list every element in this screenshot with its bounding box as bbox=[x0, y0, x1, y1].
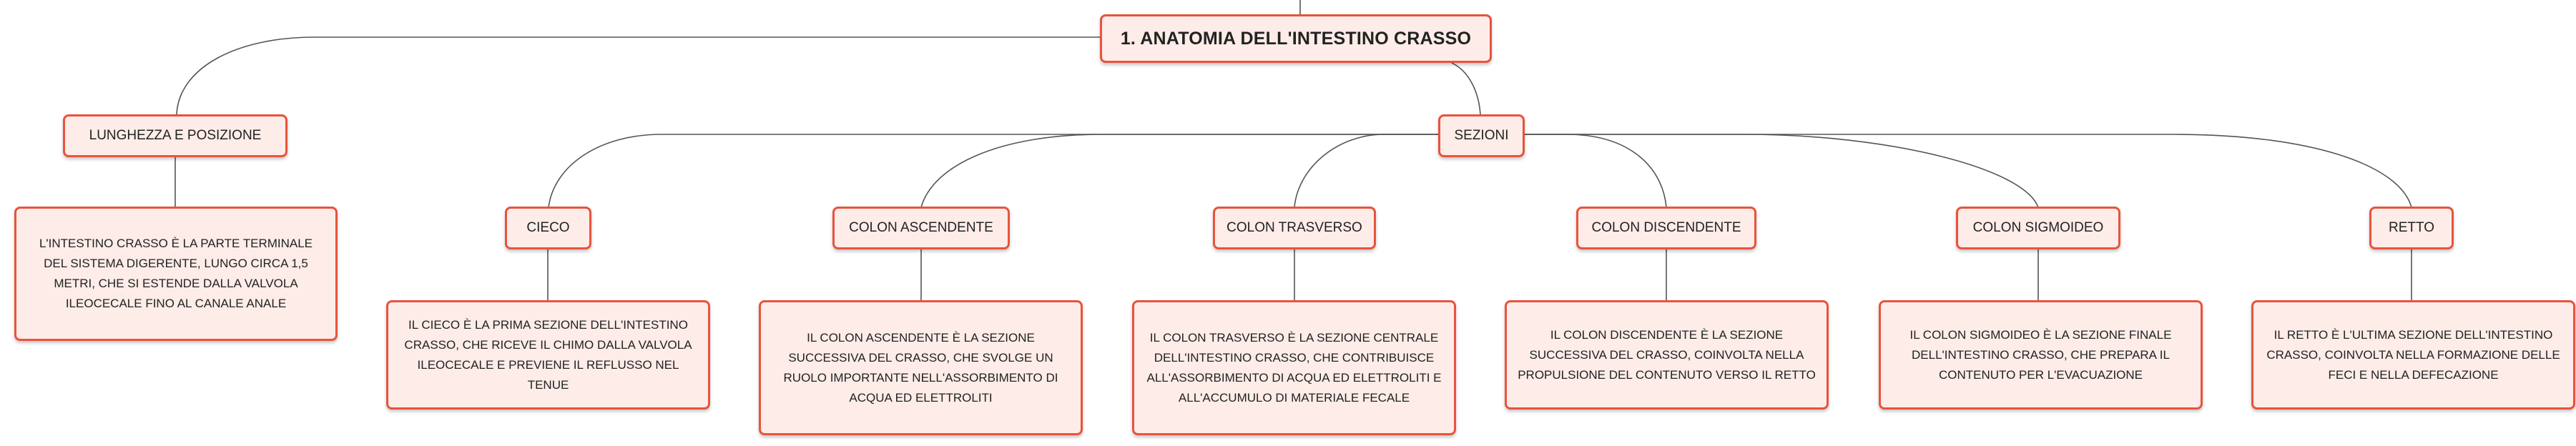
desc-colon-trasverso[interactable]: IL COLON TRASVERSO È LA SEZIONE CENTRALE… bbox=[1132, 300, 1456, 435]
colon-trasverso-title: COLON TRASVERSO bbox=[1226, 220, 1362, 235]
node-lunghezza-posizione[interactable]: LUNGHEZZA E POSIZIONE bbox=[63, 114, 287, 157]
node-retto[interactable]: RETTO bbox=[2369, 207, 2454, 249]
desc-retto[interactable]: IL RETTO È L'ULTIMA SEZIONE DELL'INTESTI… bbox=[2251, 300, 2575, 410]
lunghezza-text: L'INTESTINO CRASSO È LA PARTE TERMINALE … bbox=[39, 237, 313, 310]
retto-text: IL RETTO È L'ULTIMA SEZIONE DELL'INTESTI… bbox=[2266, 327, 2560, 382]
connector-sezioni-retto bbox=[1523, 134, 2412, 208]
root-node[interactable]: 1. ANATOMIA DELL'INTESTINO CRASSO bbox=[1100, 14, 1492, 63]
connector-sezioni-cieco bbox=[548, 134, 1440, 208]
retto-title: RETTO bbox=[2388, 220, 2435, 235]
colon-sigmoideo-text: IL COLON SIGMOIDEO È LA SEZIONE FINALE D… bbox=[1909, 327, 2172, 382]
colon-discendente-title: COLON DISCENDENTE bbox=[1591, 220, 1741, 235]
sezioni-title: SEZIONI bbox=[1454, 128, 1509, 143]
lunghezza-title: LUNGHEZZA E POSIZIONE bbox=[89, 128, 262, 143]
connector-root-lunghezza bbox=[176, 36, 1100, 115]
connector-sezioni-discendente bbox=[1523, 134, 1667, 208]
cieco-title: CIECO bbox=[526, 220, 570, 235]
desc-colon-sigmoideo[interactable]: IL COLON SIGMOIDEO È LA SEZIONE FINALE D… bbox=[1879, 300, 2203, 410]
desc-cieco[interactable]: IL CIECO È LA PRIMA SEZIONE DELL'INTESTI… bbox=[386, 300, 710, 410]
connector-sezioni-sigmoideo bbox=[1523, 134, 2039, 208]
node-colon-trasverso[interactable]: COLON TRASVERSO bbox=[1213, 207, 1376, 249]
desc-lunghezza-posizione[interactable]: L'INTESTINO CRASSO È LA PARTE TERMINALE … bbox=[14, 207, 338, 341]
root-title: 1. ANATOMIA DELL'INTESTINO CRASSO bbox=[1120, 28, 1472, 49]
connector-root-sezioni bbox=[1451, 62, 1481, 115]
node-colon-sigmoideo[interactable]: COLON SIGMOIDEO bbox=[1956, 207, 2120, 249]
node-sezioni[interactable]: SEZIONI bbox=[1438, 114, 1525, 157]
desc-colon-ascendente[interactable]: IL COLON ASCENDENTE È LA SEZIONE SUCCESS… bbox=[759, 300, 1083, 435]
colon-trasverso-text: IL COLON TRASVERSO È LA SEZIONE CENTRALE… bbox=[1146, 330, 1442, 405]
node-cieco[interactable]: CIECO bbox=[505, 207, 591, 249]
node-colon-ascendente[interactable]: COLON ASCENDENTE bbox=[832, 207, 1010, 249]
node-colon-discendente[interactable]: COLON DISCENDENTE bbox=[1576, 207, 1756, 249]
connector-sezioni-trasverso bbox=[1294, 134, 1440, 208]
colon-discendente-text: IL COLON DISCENDENTE È LA SEZIONE SUCCES… bbox=[1518, 327, 1816, 382]
colon-ascendente-text: IL COLON ASCENDENTE È LA SEZIONE SUCCESS… bbox=[783, 330, 1058, 405]
colon-sigmoideo-title: COLON SIGMOIDEO bbox=[1972, 220, 2104, 235]
colon-ascendente-title: COLON ASCENDENTE bbox=[849, 220, 993, 235]
cieco-text: IL CIECO È LA PRIMA SEZIONE DELL'INTESTI… bbox=[404, 317, 692, 392]
desc-colon-discendente[interactable]: IL COLON DISCENDENTE È LA SEZIONE SUCCES… bbox=[1505, 300, 1829, 410]
connector-sezioni-ascendente bbox=[920, 134, 1440, 208]
